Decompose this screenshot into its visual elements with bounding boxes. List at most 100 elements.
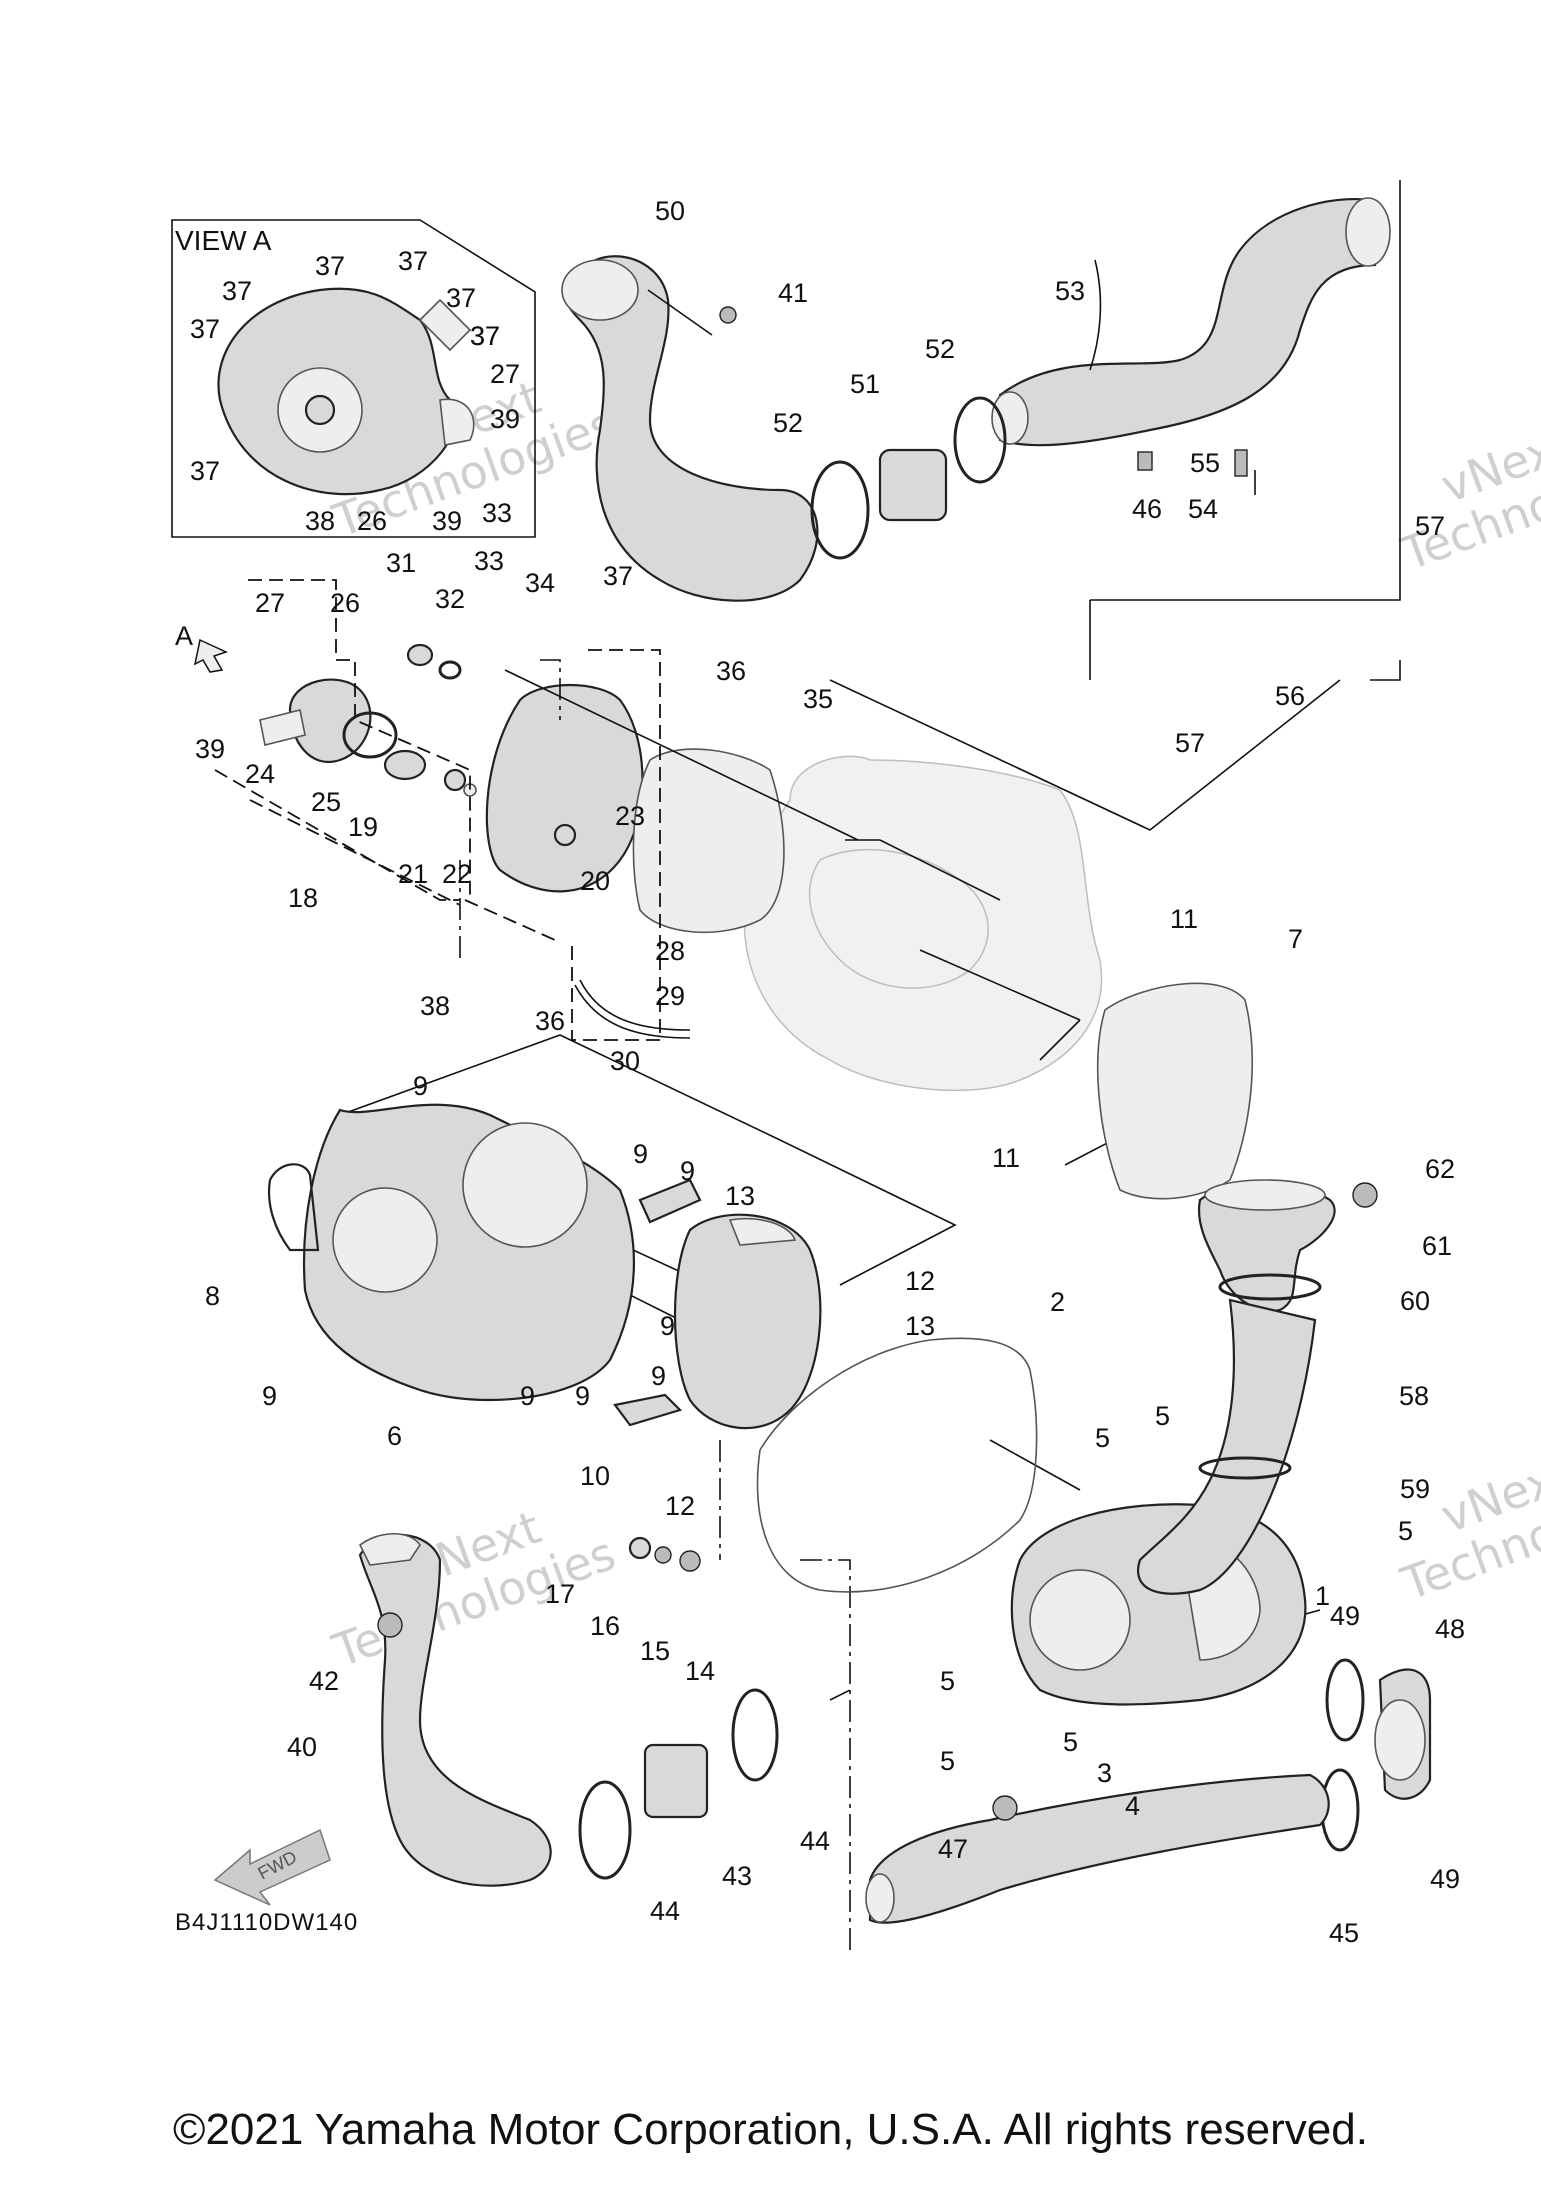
callout-24: 24 — [245, 759, 275, 789]
callout-38: 38 — [305, 506, 335, 536]
callout-44: 44 — [800, 1826, 830, 1856]
callout-39: 39 — [432, 506, 462, 536]
callout-37: 37 — [470, 321, 500, 351]
callout-9: 9 — [575, 1381, 590, 1411]
callout-26: 26 — [330, 588, 360, 618]
gasket-7 — [1097, 982, 1253, 1200]
clamp-52-right — [953, 396, 1007, 484]
callout-37: 37 — [222, 276, 252, 306]
callout-32: 32 — [435, 584, 465, 614]
callout-33: 33 — [474, 546, 504, 576]
callout-56: 56 — [1275, 681, 1305, 711]
callout-49: 49 — [1430, 1864, 1460, 1894]
callout-21: 21 — [398, 859, 428, 889]
view-arrow-a: A — [175, 621, 229, 673]
callout-6: 6 — [387, 1421, 402, 1451]
callout-29: 29 — [655, 981, 685, 1011]
callout-27: 27 — [255, 588, 285, 618]
callout-23: 23 — [615, 801, 645, 831]
callout-51: 51 — [850, 369, 880, 399]
callout-46: 46 — [1132, 494, 1162, 524]
callout-31: 31 — [386, 548, 416, 578]
callout-28: 28 — [655, 936, 685, 966]
callout-62: 62 — [1425, 1154, 1455, 1184]
callout-14: 14 — [685, 1656, 715, 1686]
callout-9: 9 — [633, 1139, 648, 1169]
bracket-10 — [613, 1393, 683, 1427]
o-ring-25 — [342, 711, 398, 759]
callout-3: 3 — [1097, 1758, 1112, 1788]
inner-cover — [613, 1178, 822, 1430]
callout-55: 55 — [1190, 448, 1220, 478]
diagram-code: B4J1110DW140 — [175, 1909, 358, 1936]
group-outlines — [214, 579, 661, 1041]
callout-8: 8 — [205, 1281, 220, 1311]
view-arrow-label: A — [175, 621, 193, 651]
callout-25: 25 — [311, 787, 341, 817]
callout-1: 1 — [1315, 1581, 1330, 1611]
callout-12: 12 — [665, 1491, 695, 1521]
clamp-52-left — [810, 460, 870, 560]
lower-hoses — [358, 1182, 1378, 1924]
callout-33: 33 — [482, 498, 512, 528]
callout-39: 39 — [195, 734, 225, 764]
callout-52: 52 — [925, 334, 955, 364]
gasket-2 — [756, 1337, 1038, 1593]
view-a-title: VIEW A — [175, 225, 272, 256]
callout-57: 57 — [1175, 728, 1205, 758]
callout-9: 9 — [413, 1071, 428, 1101]
callout-9: 9 — [262, 1381, 277, 1411]
callout-10: 10 — [580, 1461, 610, 1491]
callout-43: 43 — [722, 1861, 752, 1891]
engine-block — [743, 755, 1103, 1092]
callout-13: 13 — [905, 1311, 935, 1341]
callout-45: 45 — [1329, 1918, 1359, 1948]
callout-5: 5 — [1095, 1423, 1110, 1453]
callout-37: 37 — [190, 314, 220, 344]
callout-58: 58 — [1399, 1381, 1429, 1411]
callout-60: 60 — [1400, 1286, 1430, 1316]
callout-2: 2 — [1050, 1287, 1065, 1317]
callout-39: 39 — [490, 404, 520, 434]
callout-11: 11 — [1170, 904, 1198, 934]
impeller-19 — [383, 749, 427, 781]
callout-7: 7 — [1288, 924, 1303, 954]
callout-4: 4 — [1125, 1791, 1140, 1821]
joint-43 — [643, 1743, 709, 1819]
callout-18: 18 — [288, 883, 318, 913]
callout-57: 57 — [1415, 511, 1445, 541]
callout-61: 61 — [1422, 1231, 1452, 1261]
fwd-arrow: FWD — [213, 1828, 331, 1906]
callout-5: 5 — [940, 1666, 955, 1696]
callout-5: 5 — [1155, 1401, 1170, 1431]
callout-37: 37 — [603, 561, 633, 591]
callout-50: 50 — [655, 196, 685, 226]
hose-40 — [358, 1533, 552, 1887]
hose-53 — [998, 198, 1377, 447]
callout-44: 44 — [650, 1896, 680, 1926]
callout-37: 37 — [446, 283, 476, 313]
callout-5: 5 — [940, 1746, 955, 1776]
callout-9: 9 — [680, 1156, 695, 1186]
duct-58-61 — [1137, 1179, 1336, 1595]
callout-15: 15 — [640, 1636, 670, 1666]
callout-27: 27 — [490, 359, 520, 389]
callout-37: 37 — [190, 456, 220, 486]
callout-42: 42 — [309, 1666, 339, 1696]
callout-22: 22 — [442, 859, 472, 889]
callout-5: 5 — [1398, 1516, 1413, 1546]
crankcase-cover-group — [259, 643, 785, 1039]
callout-20: 20 — [580, 866, 610, 896]
callout-48: 48 — [1435, 1614, 1465, 1644]
callout-49: 49 — [1330, 1601, 1360, 1631]
callout-30: 30 — [610, 1046, 640, 1076]
belt-cover-6 — [268, 1103, 636, 1402]
callout-53: 53 — [1055, 276, 1085, 306]
gasket-35 — [632, 748, 785, 934]
top-hoses — [561, 197, 1391, 602]
callout-36: 36 — [535, 1006, 565, 1036]
callout-41: 41 — [778, 278, 808, 308]
callout-26: 26 — [357, 506, 387, 536]
callout-11: 11 — [992, 1143, 1020, 1173]
